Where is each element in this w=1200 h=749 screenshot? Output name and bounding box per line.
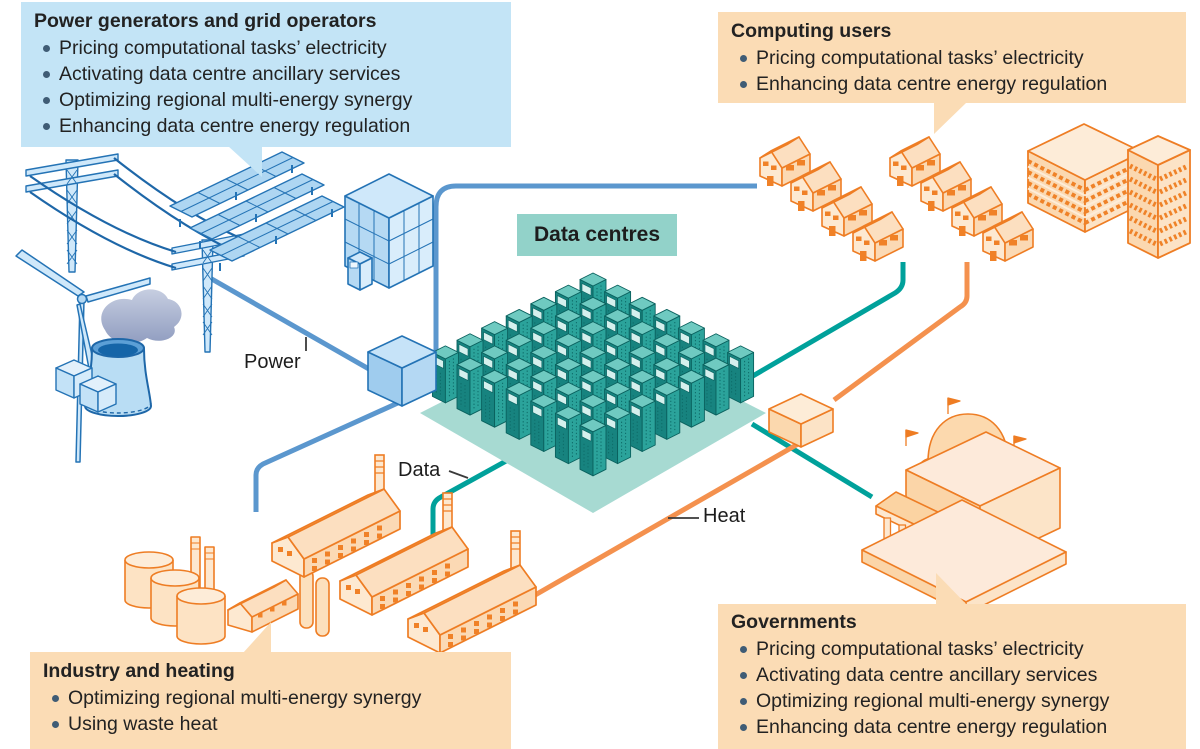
callout-bullet: Using waste heat: [43, 711, 499, 737]
government-building-icon: [861, 397, 1067, 615]
bullet-dot: [43, 71, 50, 78]
callout-bullet: Pricing computational tasks’ electricity: [34, 35, 499, 61]
callout-bullet: Enhancing data centre energy regulation: [731, 714, 1174, 740]
bullet-dot: [43, 123, 50, 130]
callout-bullet: Pricing computational tasks’ electricity: [731, 45, 1174, 71]
callout-pointer-power: [228, 146, 262, 177]
power-station-building-icon: [344, 173, 434, 291]
data-centres-label: Data centres: [517, 214, 677, 256]
callout-bullets-industry-heating: Optimizing regional multi-energy synergy…: [43, 685, 499, 737]
data-line-to-industry: [430, 457, 510, 536]
smoke-plume: [101, 289, 182, 344]
industrial-plant-icon: [124, 536, 330, 645]
callout-bullet: Pricing computational tasks’ electricity: [731, 636, 1174, 662]
callout-bullets-power-generators: Pricing computational tasks’ electricity…: [34, 35, 499, 139]
office-buildings-icon: [1027, 123, 1191, 259]
fuel-blocks-icon: [55, 359, 117, 413]
callout-bullet: Optimizing regional multi-energy synergy: [43, 685, 499, 711]
callout-title-computing-users: Computing users: [731, 20, 892, 42]
heat-flow-label: Heat: [703, 505, 746, 527]
solar-panels-icon: [169, 151, 345, 271]
callout-title-industry-heating: Industry and heating: [43, 660, 235, 682]
callout-bullet: Enhancing data centre energy regulation: [731, 71, 1174, 97]
callout-governments: Governments Pricing computational tasks’…: [718, 604, 1186, 749]
bullet-dot: [740, 646, 747, 653]
callout-title-power-generators: Power generators and grid operators: [34, 10, 377, 32]
bullet-dot: [740, 55, 747, 62]
callout-pointer-industry: [243, 622, 271, 653]
houses-group-1-icon: [759, 136, 904, 262]
power-line-substation-to-industry: [253, 399, 402, 512]
power-flow-label: Power: [244, 351, 301, 373]
houses-group-2-icon: [889, 136, 1034, 262]
bullet-dot: [52, 721, 59, 728]
callout-bullets-governments: Pricing computational tasks’ electricity…: [731, 636, 1174, 740]
power-line-substation-to-users: [433, 183, 757, 366]
transmission-towers-icon: [25, 153, 245, 353]
data-line-to-government: [750, 421, 874, 500]
callout-power-generators: Power generators and grid operators Pric…: [21, 2, 511, 147]
data-line-to-users: [744, 262, 906, 383]
bullet-dot: [740, 698, 747, 705]
callout-computing-users: Computing users Pricing computational ta…: [718, 12, 1186, 103]
callout-bullet: Optimizing regional multi-energy synergy: [731, 688, 1174, 714]
bullet-dot: [740, 672, 747, 679]
callout-title-governments: Governments: [731, 611, 857, 633]
bullet-dot: [43, 97, 50, 104]
heat-line-users-side: [832, 262, 970, 403]
callout-pointer-computing: [934, 103, 966, 134]
substation-box-icon: [367, 335, 437, 407]
data-flow-label: Data: [398, 459, 441, 481]
heat-exchanger-box-icon: [768, 393, 834, 448]
callout-bullet: Enhancing data centre energy regulation: [34, 113, 499, 139]
data-label-leader: [448, 470, 469, 479]
callout-bullet: Activating data centre ancillary service…: [731, 662, 1174, 688]
callout-bullet: Optimizing regional multi-energy synergy: [34, 87, 499, 113]
bullet-dot: [740, 724, 747, 731]
callout-bullets-computing-users: Pricing computational tasks’ electricity…: [731, 45, 1174, 97]
callout-bullet: Activating data centre ancillary service…: [34, 61, 499, 87]
callout-industry-heating: Industry and heating Optimizing regional…: [30, 652, 511, 749]
bullet-dot: [43, 45, 50, 52]
callout-pointer-governments: [936, 573, 967, 605]
bullet-dot: [52, 695, 59, 702]
bullet-dot: [740, 81, 747, 88]
